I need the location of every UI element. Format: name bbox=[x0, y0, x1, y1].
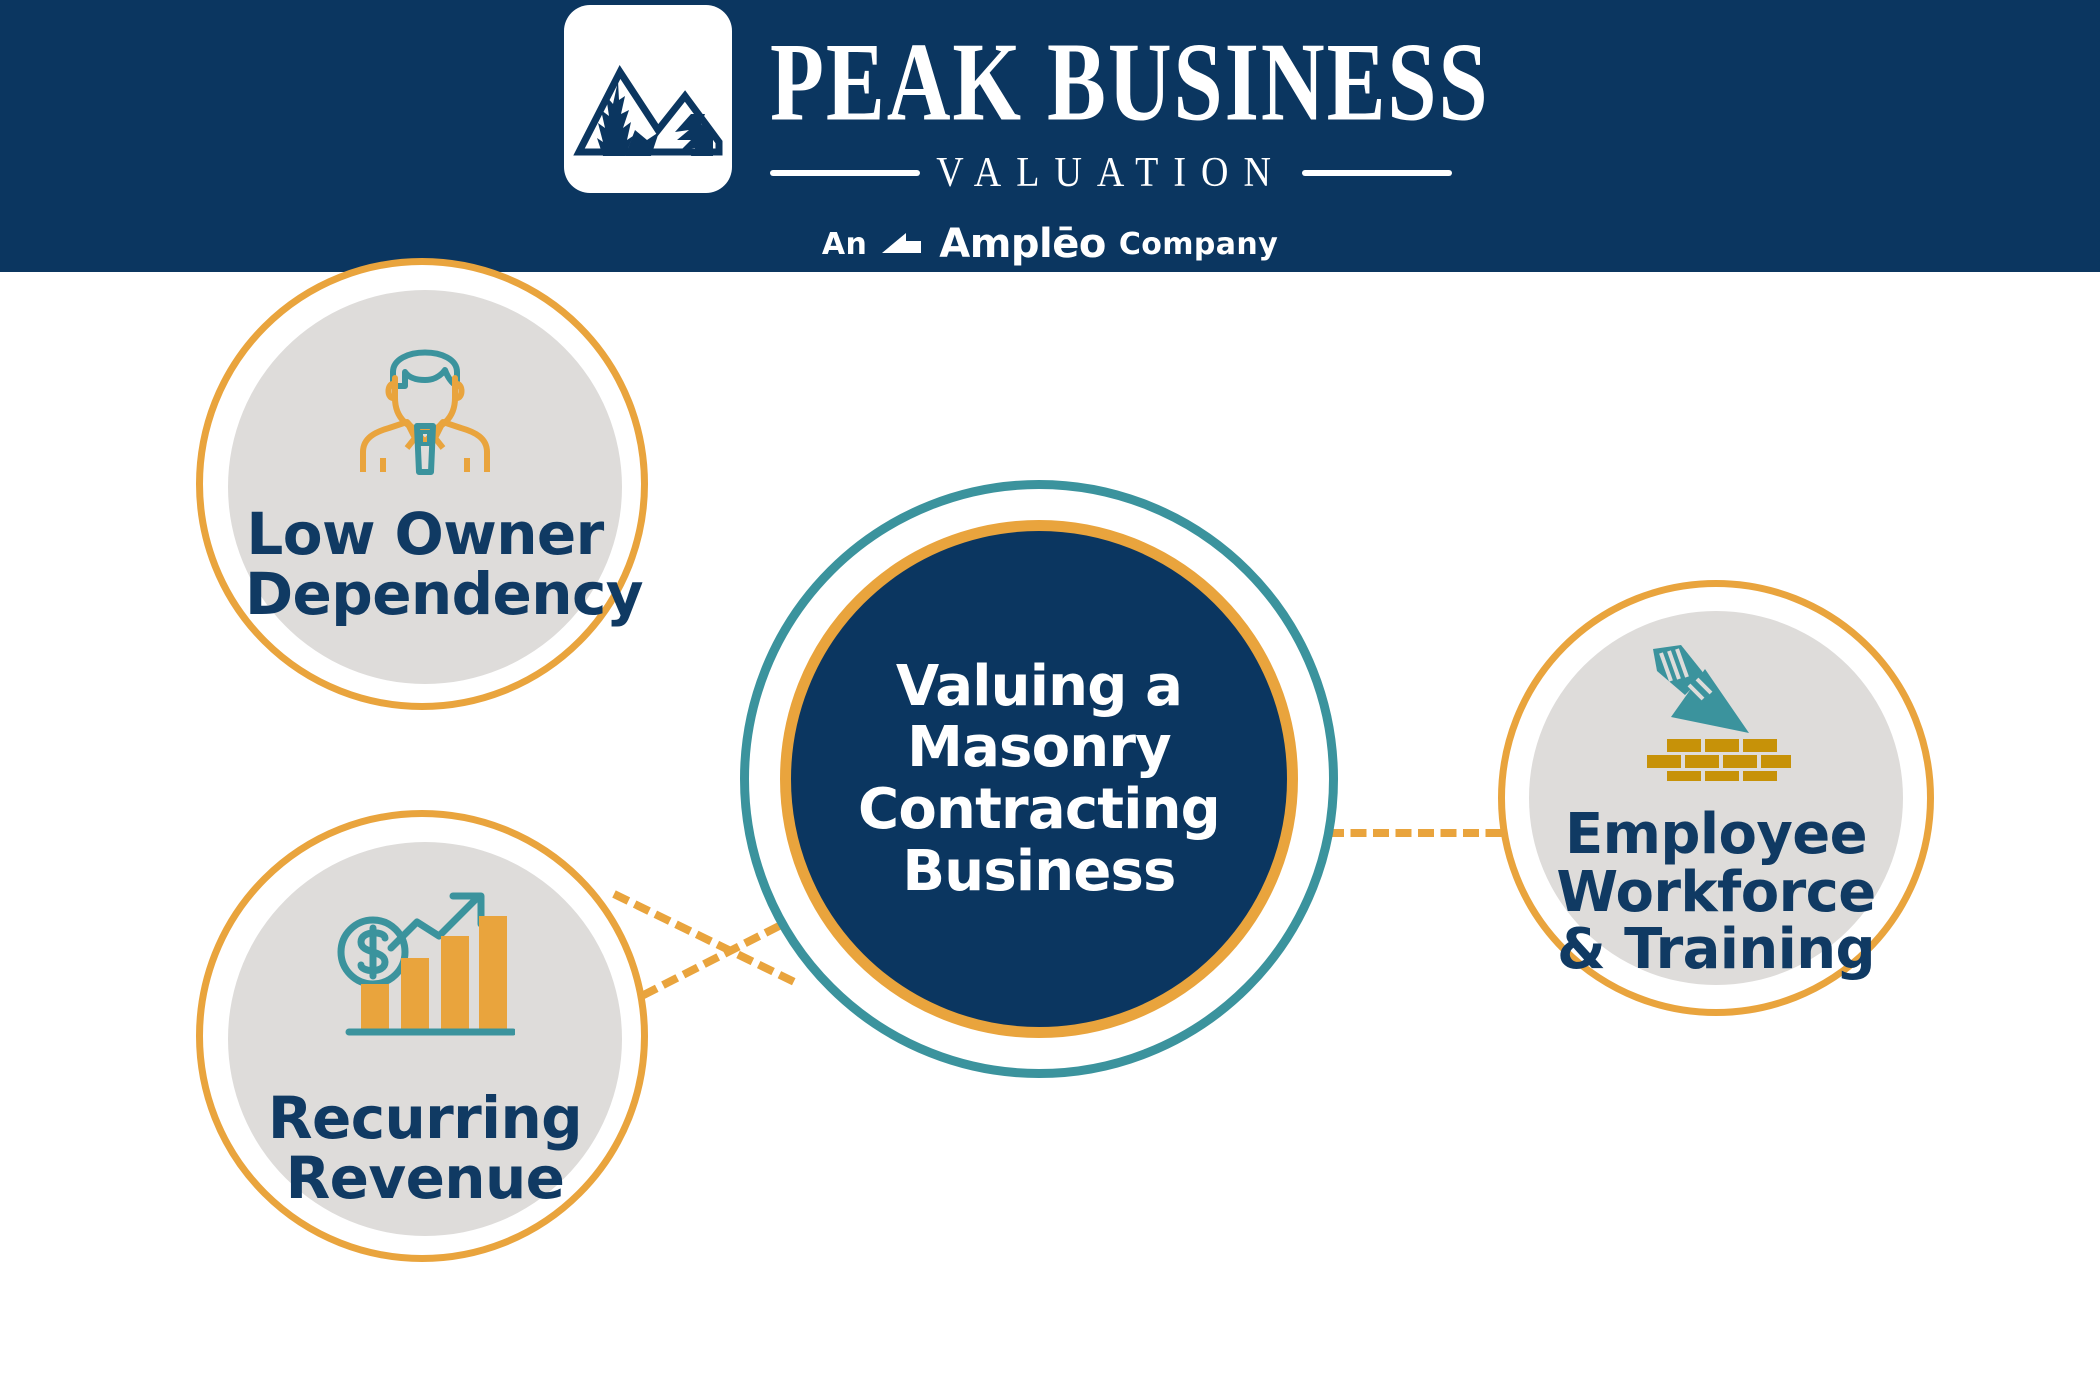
ampleo-suffix: Company bbox=[1118, 226, 1279, 262]
node-recurring-revenue[interactable]: Recurring Revenue bbox=[196, 810, 648, 1262]
center-title: Valuing a Masonry Contracting Business bbox=[858, 653, 1221, 904]
wordmark-sub: VALUATION bbox=[936, 149, 1286, 197]
trowel-brick-wall-icon bbox=[1631, 641, 1801, 786]
ampleo-prefix: An bbox=[821, 226, 868, 262]
page-header: PEAK BUSINESS VALUATION An Amplēo Compan… bbox=[0, 0, 2100, 272]
growth-chart-dollar-icon bbox=[335, 886, 517, 1051]
wordmark-block: PEAK BUSINESS VALUATION bbox=[770, 5, 1519, 197]
businessman-icon bbox=[345, 326, 505, 481]
ampleo-affiliation: An Amplēo Company bbox=[822, 221, 1278, 267]
node-fill-recurring-revenue: Recurring Revenue bbox=[228, 842, 622, 1236]
center-inner-ring: Valuing a Masonry Contracting Business bbox=[780, 520, 1298, 1038]
node-fill-employee-workforce-training: Employee Workforce & Training bbox=[1529, 611, 1903, 985]
ampleo-brand: Amplēo bbox=[939, 221, 1106, 267]
rule-right bbox=[1301, 170, 1452, 176]
wordmark-sub-row: VALUATION bbox=[770, 149, 1519, 197]
node-label-low-owner-dependency: Low Owner Dependency bbox=[245, 500, 644, 628]
connector-employee-workforce bbox=[1328, 829, 1524, 837]
node-fill-low-owner-dependency: Low Owner Dependency bbox=[228, 290, 644, 684]
brand-lockup: PEAK BUSINESS VALUATION bbox=[564, 5, 1519, 197]
rule-left bbox=[770, 170, 921, 176]
wordmark-main: PEAK BUSINESS bbox=[770, 19, 1490, 144]
infographic-diagram: Low Owner Dependency bbox=[0, 258, 2100, 1400]
mountain-peaks-logo-icon bbox=[564, 5, 733, 193]
node-low-owner-dependency[interactable]: Low Owner Dependency bbox=[196, 258, 648, 710]
node-label-recurring-revenue: Recurring Revenue bbox=[267, 1084, 583, 1212]
node-center-topic[interactable]: Valuing a Masonry Contracting Business bbox=[740, 480, 1338, 1078]
ampleo-mark-icon bbox=[880, 229, 926, 259]
node-employee-workforce-training[interactable]: Employee Workforce & Training bbox=[1498, 580, 1934, 1016]
node-label-employee-workforce-training: Employee Workforce & Training bbox=[1556, 802, 1876, 983]
